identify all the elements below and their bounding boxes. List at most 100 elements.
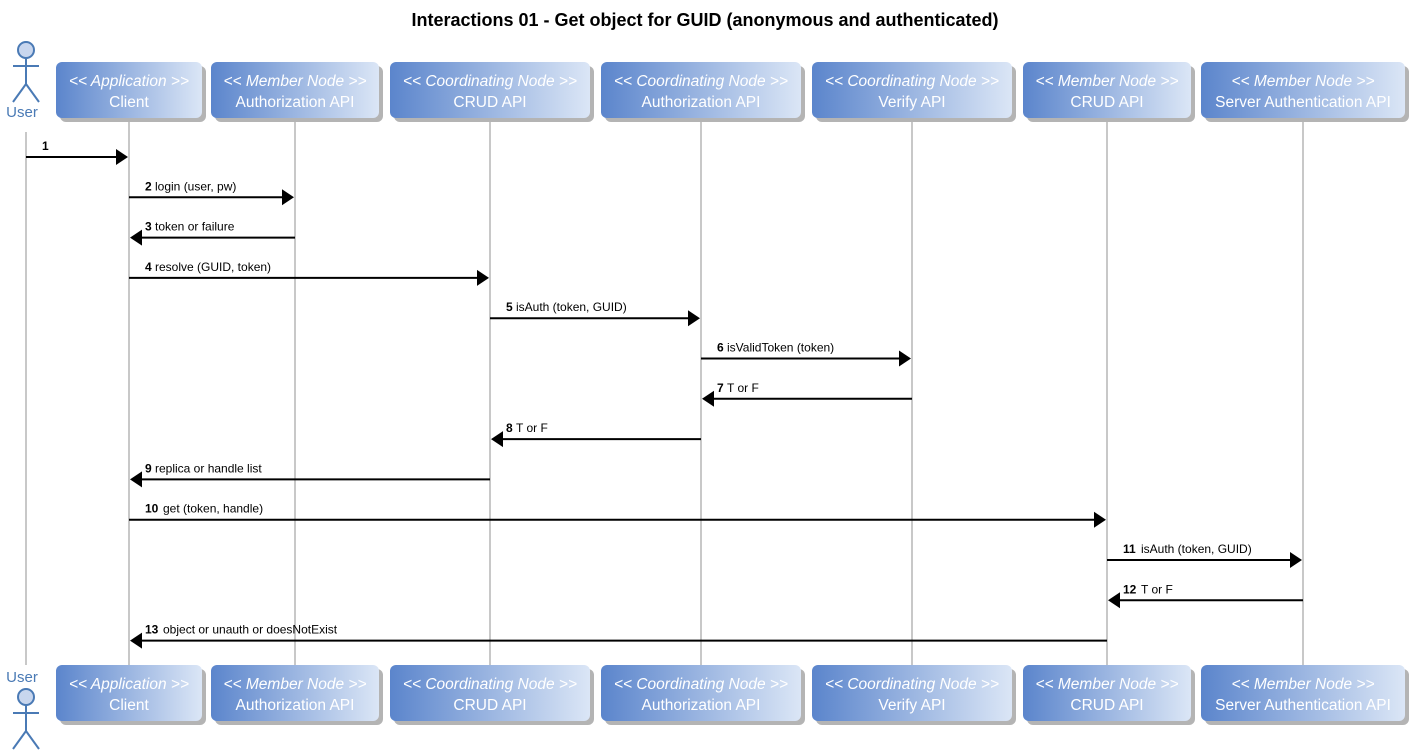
participant-stereotype: << Member Node >> <box>1035 73 1178 90</box>
actor-bottom: User <box>6 669 40 750</box>
actor-left-leg <box>12 730 27 750</box>
message-label: object or unauth or doesNotExist <box>163 623 338 637</box>
message-label: T or F <box>516 421 548 435</box>
actor-right-leg <box>25 730 40 750</box>
participant-name: CRUD API <box>1070 697 1143 714</box>
message-arrowhead <box>1290 552 1302 568</box>
actor-label: User <box>6 669 38 686</box>
message-label: resolve (GUID, token) <box>155 260 271 274</box>
participant-name: CRUD API <box>1070 94 1143 111</box>
message-number: 4 <box>145 260 152 274</box>
participant-rect <box>601 62 801 118</box>
message-arrowhead <box>130 471 142 488</box>
message-number: 1 <box>42 139 49 153</box>
top-participant-box: << Member Node >>Server Authentication A… <box>1201 62 1409 122</box>
bottom-participant-box: << Application >> Client <box>56 665 206 725</box>
participant-rect <box>1023 665 1191 721</box>
participant-name: Authorization API <box>236 697 355 714</box>
actor-head <box>17 41 35 59</box>
participant-name: Client <box>109 94 149 111</box>
message-number: 7 <box>717 381 724 395</box>
bottom-participant-box: << Coordinating Node >> Verify API <box>812 665 1016 725</box>
participant-rect <box>211 62 379 118</box>
bottom-participant-box: << Coordinating Node >> CRUD API <box>390 665 594 725</box>
message-number: 2 <box>145 179 152 193</box>
message-number: 11 <box>1123 542 1136 556</box>
message-arrowhead <box>130 632 142 649</box>
participant-name: Authorization API <box>642 94 761 111</box>
participant-rect <box>1023 62 1191 118</box>
message-number: 8 <box>506 421 513 435</box>
participant-name: Authorization API <box>642 697 761 714</box>
participant-name: CRUD API <box>453 697 526 714</box>
bottom-participant-box: << Member Node >>Server Authentication A… <box>1201 665 1409 725</box>
message-arrowhead <box>130 229 142 246</box>
message-label: T or F <box>1141 582 1173 596</box>
message-label: isValidToken (token) <box>727 341 834 355</box>
participants-bottom: << Application >> Client << Member Node >>… <box>56 665 1409 725</box>
participant-stereotype: << Coordinating Node >> <box>825 73 999 90</box>
top-participant-box: << Member Node >> CRUD API <box>1023 62 1195 122</box>
top-participant-box: << Member Node >>Authorization API <box>211 62 383 122</box>
participant-rect <box>56 62 202 118</box>
participant-rect <box>390 62 590 118</box>
top-participant-box: << Coordinating Node >> Authorization API <box>601 62 805 122</box>
participant-stereotype: << Member Node >> <box>1231 676 1374 693</box>
top-participant-box: << Coordinating Node >> CRUD API <box>390 62 594 122</box>
message-arrowhead <box>1094 511 1106 528</box>
message-label: login (user, pw) <box>155 179 236 193</box>
participant-stereotype: << Member Node >> <box>1035 676 1178 693</box>
participant-rect <box>1201 62 1405 118</box>
participant-rect <box>812 62 1012 118</box>
actor-top: User <box>6 41 40 121</box>
message-number: 9 <box>145 461 152 475</box>
message-arrowhead <box>282 189 294 206</box>
participant-name: CRUD API <box>453 94 526 111</box>
message-11: 11 isAuth (token, GUID) <box>1107 542 1302 568</box>
participant-rect <box>56 665 202 721</box>
message-arrowhead <box>688 310 700 327</box>
participant-stereotype: << Application >> <box>69 73 189 90</box>
diagram-title: Interactions 01 - Get object for GUID (a… <box>411 10 998 30</box>
participant-name: Verify API <box>878 94 945 111</box>
participant-stereotype: << Coordinating Node >> <box>614 73 788 90</box>
message-number: 13 <box>145 623 159 637</box>
message-13: 13 object or unauth or doesNotExist <box>130 623 1107 649</box>
message-1: 1 <box>26 139 128 165</box>
participant-stereotype: << Application >> <box>69 676 189 693</box>
participant-rect <box>390 665 590 721</box>
message-arrowhead <box>477 269 489 286</box>
bottom-participant-box: << Member Node >>Authorization API <box>211 665 383 725</box>
message-number: 10 <box>145 502 159 516</box>
message-arrowhead <box>899 350 911 367</box>
participant-rect <box>1201 665 1405 721</box>
message-label: replica or handle list <box>155 461 262 475</box>
participant-name: Server Authentication API <box>1215 94 1391 111</box>
participant-name: Verify API <box>878 697 945 714</box>
message-number: 5 <box>506 300 513 314</box>
participant-stereotype: << Coordinating Node >> <box>614 676 788 693</box>
actor-right-leg <box>25 83 40 103</box>
bottom-participant-box: << Coordinating Node >> Authorization API <box>601 665 805 725</box>
message-arrowhead <box>702 390 714 407</box>
participant-stereotype: << Coordinating Node >> <box>403 73 577 90</box>
message-arrowhead <box>491 431 503 448</box>
message-label: isAuth (token, GUID) <box>516 300 627 314</box>
actor-left-leg <box>12 83 27 103</box>
message-label: T or F <box>727 381 759 395</box>
participant-rect <box>211 665 379 721</box>
actor-head <box>17 688 35 706</box>
participant-stereotype: << Coordinating Node >> <box>403 676 577 693</box>
message-number: 3 <box>145 220 152 234</box>
participant-stereotype: << Coordinating Node >> <box>825 676 999 693</box>
participant-name: Client <box>109 697 149 714</box>
message-label: isAuth (token, GUID) <box>1141 542 1252 556</box>
message-label: get (token, handle) <box>163 502 263 516</box>
